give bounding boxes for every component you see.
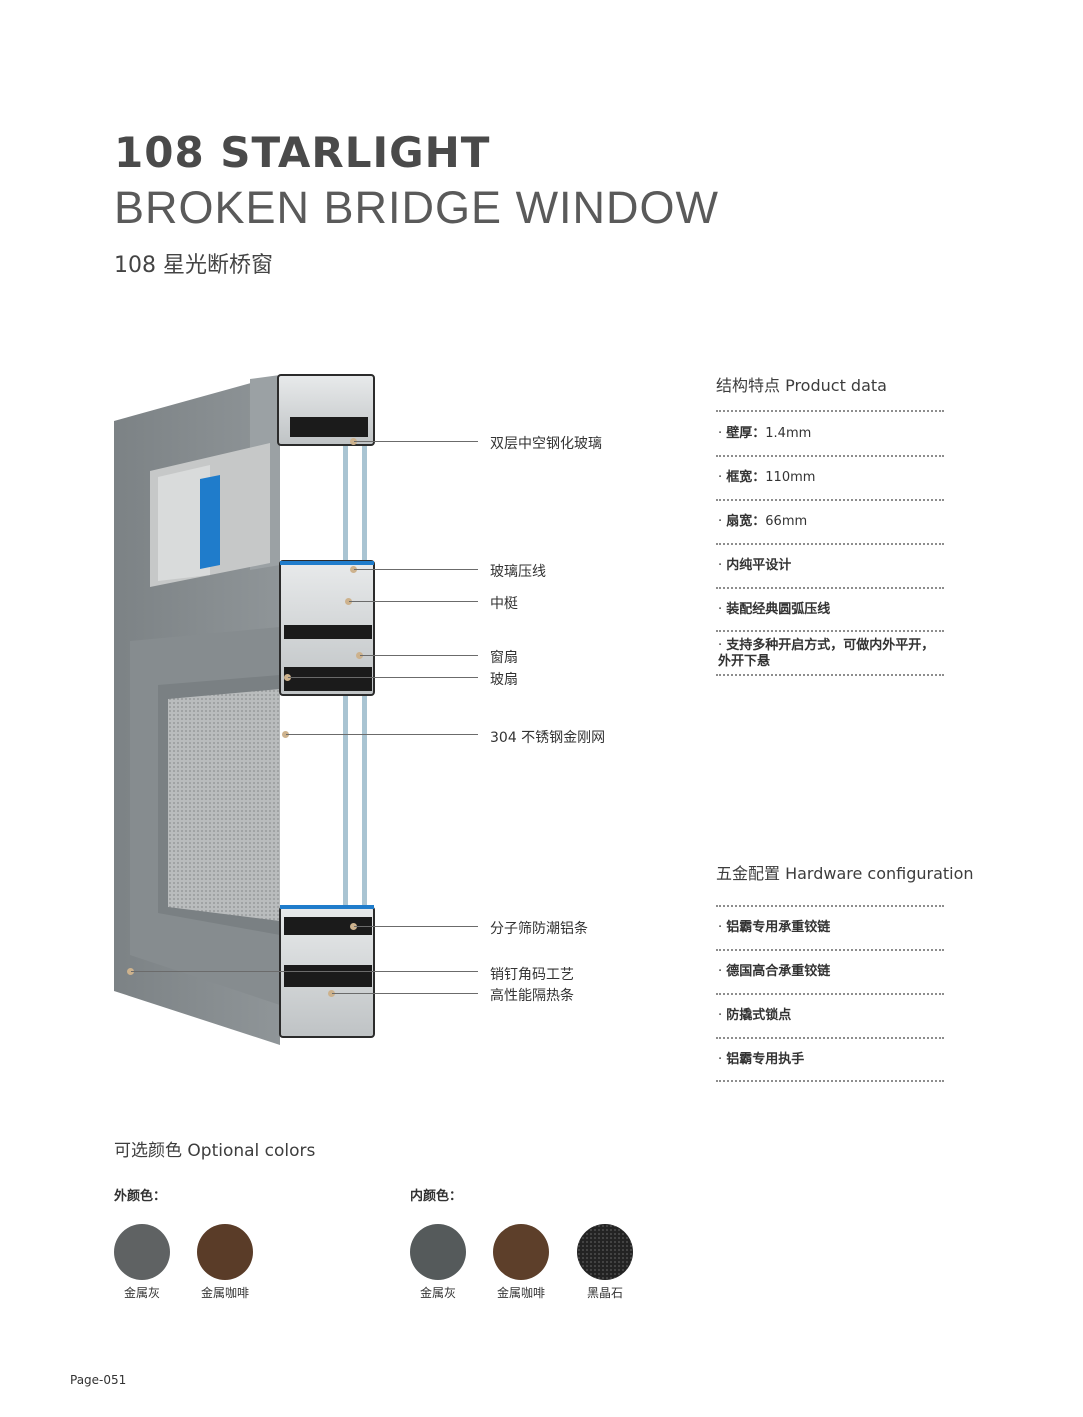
- callout-label-mullion: 中梃: [490, 596, 518, 612]
- divider: [716, 674, 944, 676]
- callout-marker: [350, 566, 357, 573]
- window-cross-section-illustration: [114, 374, 375, 1045]
- callout-leader: [131, 971, 478, 972]
- callout-marker: [350, 923, 357, 930]
- divider: [716, 993, 944, 995]
- divider: [716, 630, 944, 632]
- divider: [716, 1080, 944, 1082]
- callout-marker: [328, 990, 335, 997]
- color-swatch-label: 金属灰: [123, 1286, 160, 1300]
- callout-leader: [286, 734, 478, 735]
- spec-label: 壁厚：: [726, 426, 766, 441]
- color-swatch-inner-black-crystal: [577, 1224, 633, 1280]
- callout-marker: [356, 652, 363, 659]
- divider: [716, 1037, 944, 1039]
- divider: [716, 949, 944, 951]
- callout-leader: [349, 601, 478, 602]
- divider: [716, 543, 944, 545]
- spec-label: 框宽：: [726, 470, 766, 485]
- hardware-item: · 德国高合承重铰链: [718, 964, 831, 979]
- callout-leader: [332, 993, 478, 994]
- callout-label-glass: 双层中空钢化玻璃: [490, 436, 602, 452]
- callout-leader: [360, 655, 478, 656]
- hardware-item: · 铝霸专用执手: [718, 1052, 805, 1067]
- callout-label-glass-sash: 玻扇: [490, 672, 518, 688]
- callout-leader: [288, 677, 478, 678]
- hardware-item: · 铝霸专用承重铰链: [718, 920, 831, 935]
- spec-item: · 扇宽：66mm: [718, 514, 808, 529]
- callout-label-glazing-bead: 玻璃压线: [490, 564, 546, 580]
- spec-label: 装配经典圆弧压线: [726, 602, 831, 617]
- color-swatch-label: 金属咖啡: [200, 1286, 249, 1300]
- page-title: 108 STARLIGHT: [114, 128, 491, 177]
- callout-label-corner-pin: 销钉角码工艺: [490, 967, 574, 983]
- hardware-item-label: 铝霸专用执手: [726, 1052, 805, 1067]
- hardware-item: · 防撬式锁点: [718, 1008, 792, 1023]
- page-title-chinese: 108 星光断桥窗: [114, 253, 273, 278]
- divider: [716, 410, 944, 412]
- product-data-title: 结构特点 Product data: [716, 376, 887, 395]
- callout-label-thermal-break: 高性能隔热条: [490, 988, 574, 1004]
- spec-value: 1.4mm: [765, 426, 812, 441]
- color-swatch-inner-metal-gray: [410, 1224, 466, 1280]
- divider: [716, 499, 944, 501]
- divider: [716, 587, 944, 589]
- callout-marker: [282, 731, 289, 738]
- spec-item: · 装配经典圆弧压线: [718, 602, 831, 617]
- color-swatch-label: 黑晶石: [586, 1286, 623, 1300]
- callout-leader: [354, 569, 478, 570]
- color-swatch-outer-metal-coffee: [197, 1224, 253, 1280]
- color-swatch-inner-metal-coffee: [493, 1224, 549, 1280]
- callout-label-mesh: 304 不锈钢金刚网: [490, 730, 606, 746]
- divider: [716, 455, 944, 457]
- page-subtitle: BROKEN BRIDGE WINDOW: [114, 182, 720, 233]
- callout-marker: [127, 968, 134, 975]
- color-swatch-label: 金属灰: [419, 1286, 456, 1300]
- hardware-item-label: 德国高合承重铰链: [726, 964, 831, 979]
- spec-label: 支持多种开启方式，可做内外平开，外开下悬: [718, 638, 935, 669]
- spec-item: · 框宽：110mm: [718, 470, 816, 485]
- spec-value: 110mm: [765, 470, 816, 485]
- spec-label: 扇宽：: [726, 514, 766, 529]
- callout-marker: [284, 674, 291, 681]
- callout-marker: [345, 598, 352, 605]
- hardware-title: 五金配置 Hardware configuration: [716, 864, 974, 883]
- callout-leader: [354, 441, 478, 442]
- color-swatch-outer-metal-gray: [114, 1224, 170, 1280]
- page-number: Page-051: [70, 1373, 127, 1387]
- color-swatch-label: 金属咖啡: [496, 1286, 545, 1300]
- callout-label-desiccant-spacer: 分子筛防潮铝条: [490, 921, 588, 937]
- spec-item: · 壁厚：1.4mm: [718, 426, 812, 441]
- optional-colors-title: 可选颜色 Optional colors: [114, 1141, 316, 1161]
- hardware-item-label: 铝霸专用承重铰链: [726, 920, 831, 935]
- spec-label: 内纯平设计: [726, 558, 792, 573]
- spec-value: 66mm: [765, 514, 808, 529]
- callout-marker: [350, 438, 357, 445]
- hardware-item-label: 防撬式锁点: [726, 1008, 792, 1023]
- spec-item: · 内纯平设计: [718, 558, 792, 573]
- outer-colors-label: 外颜色：: [114, 1189, 167, 1204]
- callout-leader: [354, 926, 478, 927]
- spec-item: · 支持多种开启方式，可做内外平开，外开下悬: [718, 638, 935, 669]
- divider: [716, 905, 944, 907]
- callout-label-sash: 窗扇: [490, 650, 518, 666]
- inner-colors-label: 内颜色：: [410, 1189, 463, 1204]
